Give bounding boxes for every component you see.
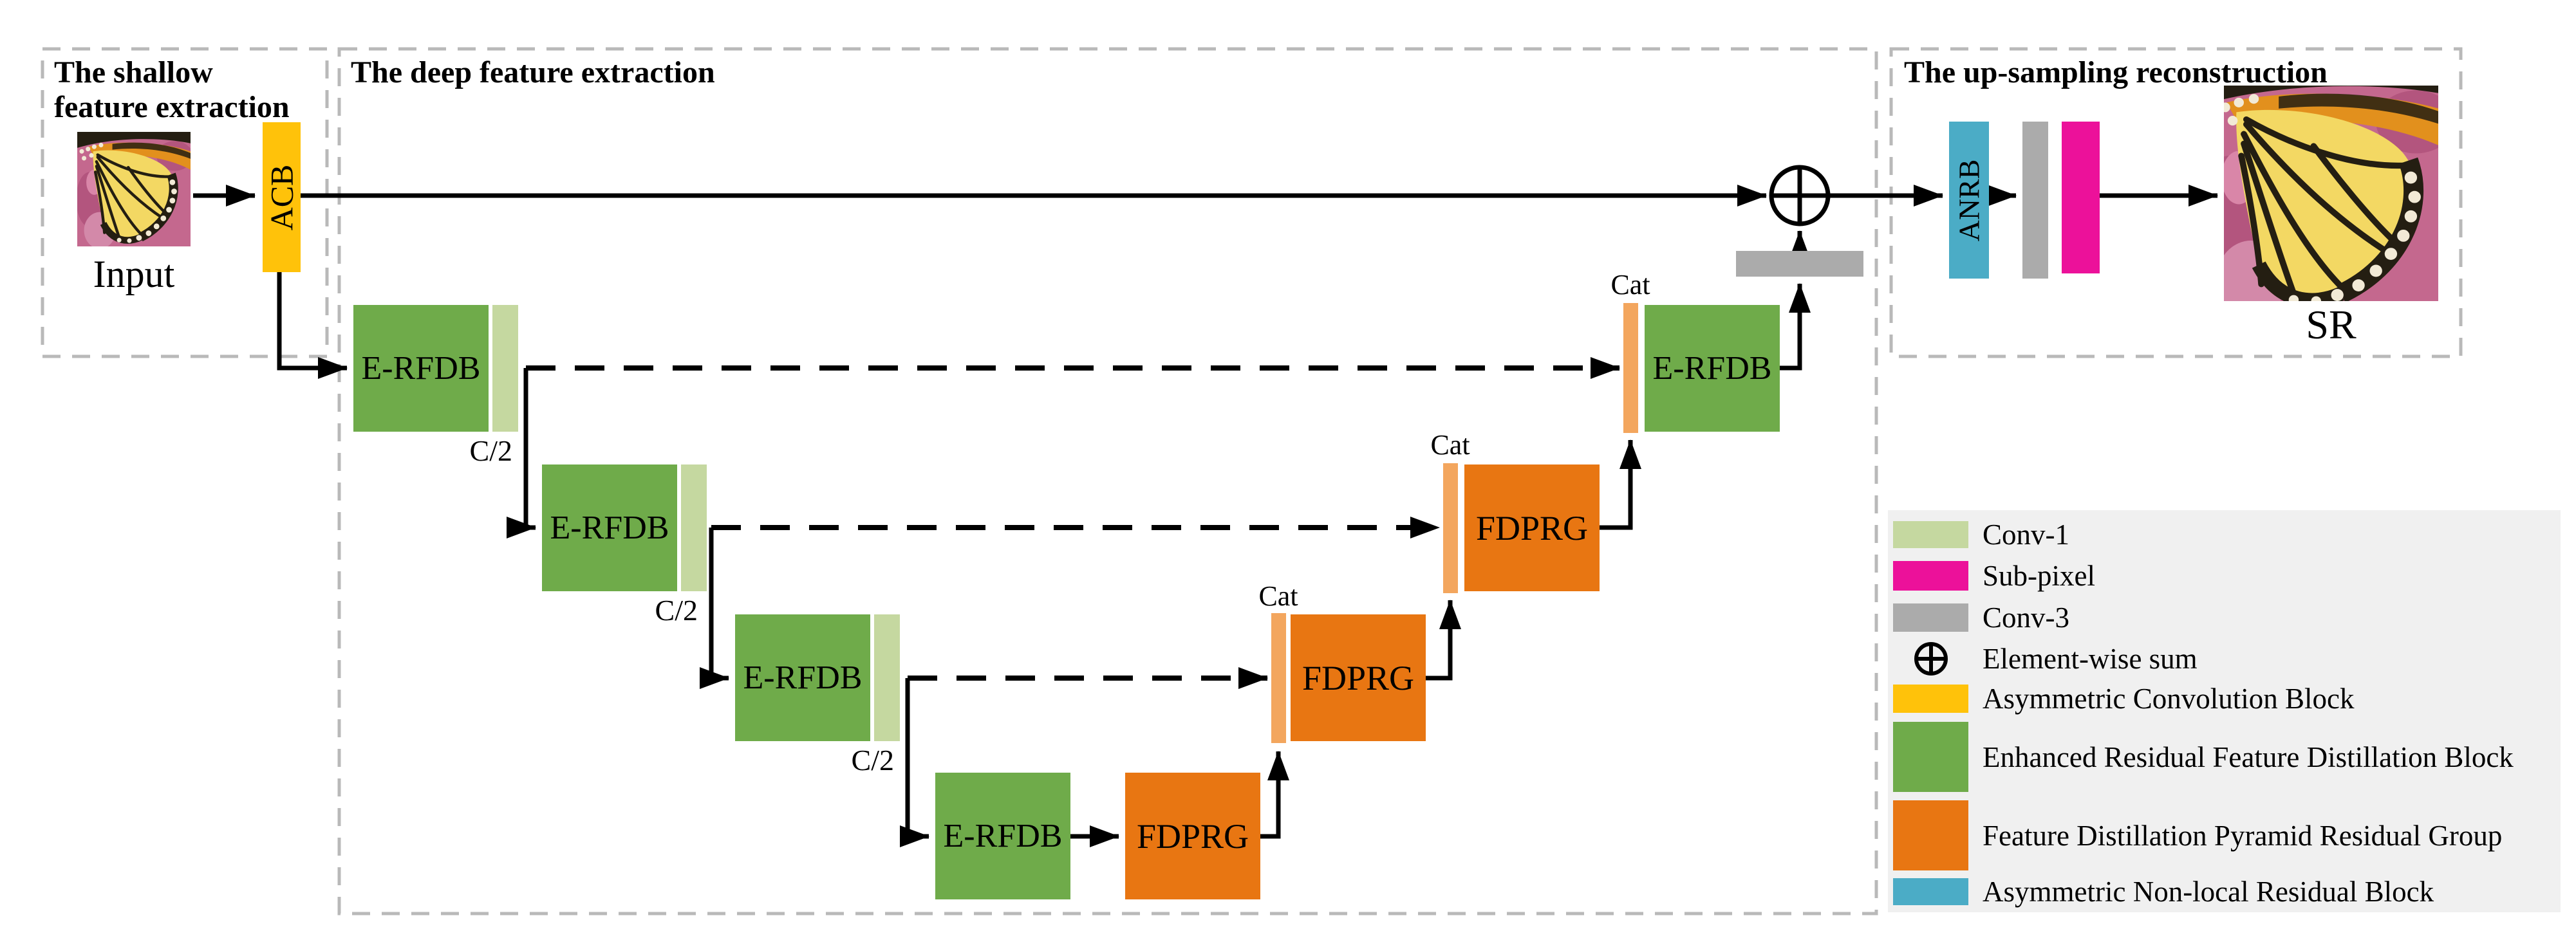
legend-label: Enhanced Residual Feature Distillation B… [1983,740,2514,773]
element-wise-sum-node [1769,165,1831,226]
arrow-fdprg2-to-cat3 [1426,600,1461,681]
erfdb-label: E-RFDB [361,350,481,387]
legend-label: Element-wise sum [1983,643,2198,675]
legend-label: Conv-1 [1983,519,2069,551]
fdprg-label: FDPRG [1475,508,1589,547]
arrow-fdprg1-to-cat2 [1260,751,1289,839]
erfdb-label: E-RFDB [1652,350,1772,387]
acb-swatch [1893,685,1968,713]
cat-label-fdprg3: Cat [1430,429,1470,461]
shallow-section-title: The shallow feature extraction [54,55,290,125]
arrow-erfdb5-to-conv3bar [1780,283,1811,371]
legend-row-sum: Element-wise sum [1893,641,2198,677]
shallow-title-line1: The shallow [54,55,213,89]
legend-row-conv1: Conv-1 [1893,519,2069,551]
element-wise-sum-icon [1914,642,1948,676]
erfdb-label: E-RFDB [743,659,863,696]
legend-row-erfdb: Enhanced Residual Feature Distillation B… [1893,722,2514,792]
sr-caption: SR [2306,302,2357,347]
arrow-acb-down-to-erfdb1 [277,272,348,379]
anrb-block: ANRB [1949,122,1989,279]
deep-section-box [337,47,1878,915]
anrb-swatch [1893,878,1968,905]
fdprg-block-3: FDPRG [1464,464,1600,591]
shallow-title-line2: feature extraction [54,89,290,124]
conv1-strip-2 [681,464,707,591]
legend-label: Asymmetric Non-local Residual Block [1983,876,2434,908]
c2-label-3: C/2 [851,744,894,777]
conv1-swatch [1893,521,1968,548]
sr-image [2224,86,2438,301]
upsampling-section-title: The up-sampling reconstruction [1904,55,2328,89]
legend-label: Conv-3 [1983,602,2069,634]
deep-section-title: The deep feature extraction [351,55,715,89]
fdprg-block-1: FDPRG [1125,773,1260,899]
sub-pixel-bar [2062,122,2100,273]
conv1-strip-1 [492,305,518,432]
arrow-junction1-to-erfdb2 [507,368,536,538]
arrow-junction3-to-erfdb4 [900,678,929,847]
acb-label: ACB [263,164,300,230]
erfdb-label: E-RFDB [943,818,1063,854]
cat-strip-fdprg3 [1443,463,1458,593]
input-caption: Input [93,253,175,295]
legend-panel: Conv-1 Sub-pixel Conv-3 Element-wise sum… [1888,510,2561,912]
erfdb-block-2: E-RFDB [542,464,677,591]
upsampling-section-box [1889,47,2463,358]
fdprg-label: FDPRG [1136,816,1249,856]
sub-pixel-swatch [1893,561,1968,591]
fdprg-block-2: FDPRG [1291,614,1426,741]
erfdb-label: E-RFDB [550,510,669,546]
cat-strip-erfdb5 [1623,303,1638,433]
conv3-swatch [1893,603,1968,632]
legend-row-acb: Asymmetric Convolution Block [1893,683,2355,715]
conv3-vertical-bar [2022,122,2048,279]
fdprg-label: FDPRG [1302,658,1415,697]
legend-row-conv3: Conv-3 [1893,602,2069,634]
conv1-strip-3 [874,614,900,741]
legend-label: Feature Distillation Pyramid Residual Gr… [1983,819,2503,852]
anrb-label: ANRB [1952,159,1986,241]
erfdb-block-4: E-RFDB [935,773,1070,899]
legend-row-subpixel: Sub-pixel [1893,560,2095,592]
arrow-fdprg3-to-cat5 [1600,439,1641,530]
erfdb-block-5: E-RFDB [1645,305,1780,432]
fdprg-swatch [1893,800,1968,870]
conv3-bar [1736,251,1863,277]
legend-row-anrb: Asymmetric Non-local Residual Block [1893,876,2434,908]
cat-strip-fdprg2 [1271,613,1286,743]
legend-label: Sub-pixel [1983,560,2095,592]
legend-row-fdprg: Feature Distillation Pyramid Residual Gr… [1893,800,2502,870]
erfdb-block-3: E-RFDB [735,614,870,741]
cat-label-erfdb5: Cat [1610,269,1650,300]
input-image [77,132,191,246]
c2-label-1: C/2 [469,434,512,467]
cat-label-fdprg2: Cat [1258,580,1298,612]
acb-block: ACB [263,122,301,272]
erfdb-swatch [1893,722,1968,792]
legend-label: Asymmetric Convolution Block [1983,683,2355,715]
arrow-junction2-to-erfdb3 [700,528,729,689]
erfdb-block-1: E-RFDB [353,305,489,432]
c2-label-2: C/2 [655,594,698,627]
